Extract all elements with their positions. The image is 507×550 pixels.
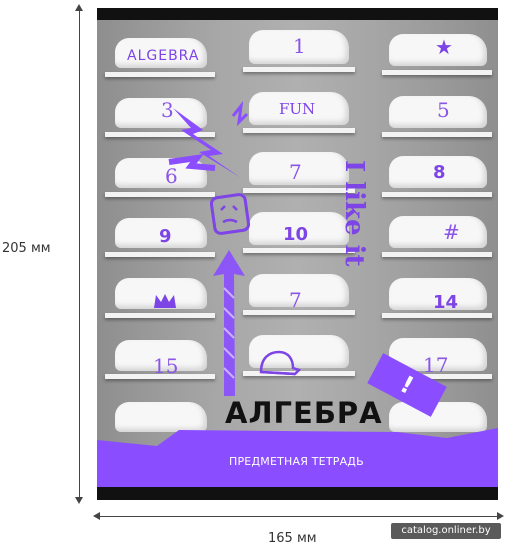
arrow-left-icon [93,512,100,520]
shoe-number: 8 [433,162,446,183]
shoe-number: 15 [153,354,179,378]
cover-subtitle: ПРЕДМЕТНАЯ ТЕТРАДЬ [229,455,364,468]
notebook-cover: ALGEBRA 1 ★ 3 FUN 5 6 7 8 9 10 # 7 14 15… [97,8,498,500]
face-icon [209,193,251,235]
shoe-number: 5 [437,98,450,122]
i-like-it-doodle: I like it [339,160,369,267]
arrow-up-icon [213,250,245,396]
purple-band [97,428,498,487]
fun-doodle: FUN [279,100,316,118]
arrow-right-icon [497,512,504,520]
top-black-bar [97,8,498,20]
cap-icon [259,350,301,376]
shoe-number: 9 [159,226,172,247]
shoe-number: 6 [165,164,178,188]
watermark: catalog.onliner.by [391,523,501,539]
shoe-number: 3 [161,98,174,122]
shoe-number: 10 [283,224,309,245]
shoe-number: 17 [423,353,449,377]
arrow-down-icon [75,497,83,504]
hash-doodle: # [443,220,460,244]
bottom-black-bar [97,487,498,500]
shoe-number: 14 [433,292,459,313]
width-label: 165 мм [268,531,317,546]
algebra-doodle: ALGEBRA [127,48,200,64]
arrow-up-icon [75,4,83,11]
shoe-shelves-photo: ALGEBRA 1 ★ 3 FUN 5 6 7 8 9 10 # 7 14 15… [97,20,498,450]
crown-icon [154,294,176,308]
width-dimension-line [97,516,499,517]
star-icon: ★ [435,35,453,59]
shoe-number: 7 [289,160,302,184]
height-label: 205 мм [2,241,51,256]
cover-title: АЛГЕБРА [225,396,383,430]
height-dimension-line [79,8,80,500]
shoe-number: 1 [293,34,306,58]
shoe-number: 7 [289,288,302,312]
lightning-icon [168,100,249,178]
